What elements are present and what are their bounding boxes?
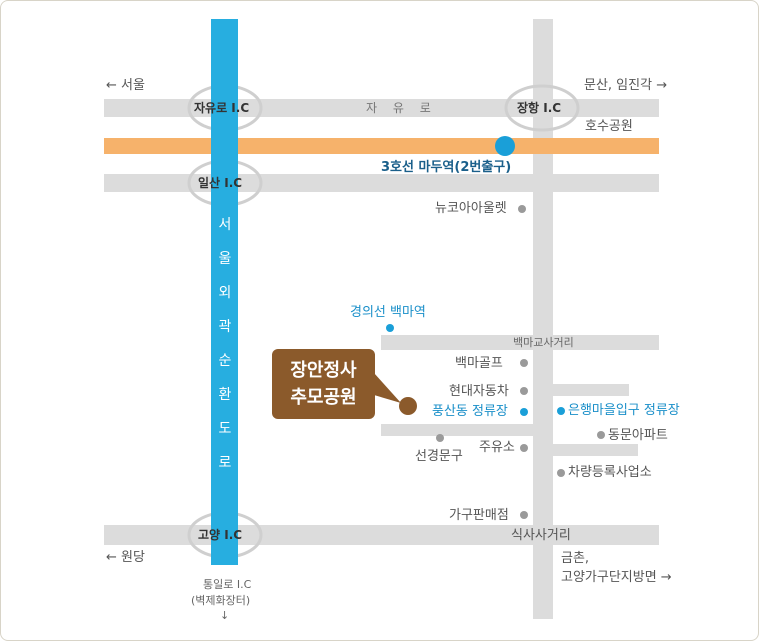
- vehicle-registration-marker: [557, 469, 565, 477]
- new-core-label: 뉴코아아울렛: [435, 201, 507, 216]
- seongyeong-marker: [436, 434, 444, 442]
- goyang-ic-label: 고양 I.C: [198, 528, 243, 542]
- expressway-char-2: 울: [218, 251, 232, 267]
- hyundai-motors-marker: [520, 387, 528, 395]
- mado-station-marker: [495, 136, 515, 156]
- mado-station-label: 3호선 마두역(2번출구): [381, 160, 512, 175]
- baekma-crossroad-label: 백마교사거리: [513, 336, 574, 349]
- destination-subtitle: 추모공원: [290, 387, 357, 408]
- siksa-crossroad-label: 식사사거리: [511, 528, 571, 543]
- furniture-store-marker: [520, 511, 528, 519]
- outer-ring-expressway: [211, 19, 238, 565]
- expressway-char-7: 도: [218, 421, 232, 437]
- destination-marker: [399, 397, 417, 415]
- gas-station-label: 주유소: [479, 440, 515, 455]
- janghang-ic-ring: [504, 84, 580, 132]
- baekma-golf-marker: [520, 359, 528, 367]
- destination-name: 장안정사: [290, 360, 357, 381]
- expressway-char-6: 환: [218, 387, 232, 403]
- tongil-ic-label: 통일로 I.C: [203, 578, 252, 591]
- tongil-arrow: ↓: [220, 609, 230, 622]
- expressway-char-3: 외: [218, 285, 232, 301]
- dongmun-apt-marker: [597, 431, 605, 439]
- ilsan-ic-label: 일산 I.C: [198, 176, 243, 190]
- expressway-char-5: 순: [218, 353, 232, 369]
- pungsan-stop-label: 풍산동 정류장: [432, 404, 508, 419]
- subway-line-3: [104, 138, 659, 154]
- pungsan-stop-marker: [520, 408, 528, 416]
- pungsan-road: [381, 424, 533, 436]
- baekma-station-label: 경의선 백마역: [350, 305, 426, 320]
- jayu-road-label: 자 유 로: [366, 101, 437, 115]
- baekma-golf-label: 백마골프: [455, 356, 503, 371]
- wondang-direction: ← 원당: [106, 550, 145, 565]
- eunhaeng-stop-label: 은행마을입구 정류장: [568, 403, 680, 418]
- siksa-road: [104, 525, 659, 545]
- furniture-complex-direction: 고양가구단지방면 →: [561, 570, 672, 585]
- furniture-store-label: 가구판매점: [449, 508, 509, 523]
- vertical-road: [533, 19, 553, 619]
- ilsan-road: [104, 174, 659, 192]
- expressway-char-8: 로: [218, 455, 232, 471]
- side-road-east: [553, 384, 629, 396]
- new-core-marker: [518, 205, 526, 213]
- vehicle-registration-label: 차량등록사업소: [568, 465, 652, 480]
- dongmun-apt-label: 동문아파트: [608, 428, 668, 443]
- jayu-ic-label: 자유로 I.C: [194, 101, 250, 115]
- hyundai-motors-label: 현대자동차: [449, 384, 509, 399]
- gas-station-marker: [520, 444, 528, 452]
- destination-badge: 장안정사 추모공원: [272, 349, 375, 419]
- baekma-road: [381, 335, 659, 350]
- expressway-char-4: 곽: [218, 319, 232, 335]
- seoul-direction: ← 서울: [106, 78, 145, 93]
- janghang-ic-label: 장항 I.C: [517, 101, 562, 115]
- jayu-road: [104, 99, 659, 117]
- geumchon-direction: 금촌,: [561, 551, 590, 566]
- hosu-park-label: 호수공원: [585, 119, 633, 134]
- seongyeong-label: 선경문구: [415, 449, 463, 464]
- side-road-south: [553, 444, 638, 456]
- eunhaeng-stop-marker: [557, 407, 565, 415]
- munsan-direction: 문산, 임진각 →: [584, 78, 668, 93]
- byeokje-label: (벽제화장터): [191, 594, 251, 607]
- expressway-char-1: 서: [218, 217, 232, 233]
- baekma-station-marker: [386, 324, 394, 332]
